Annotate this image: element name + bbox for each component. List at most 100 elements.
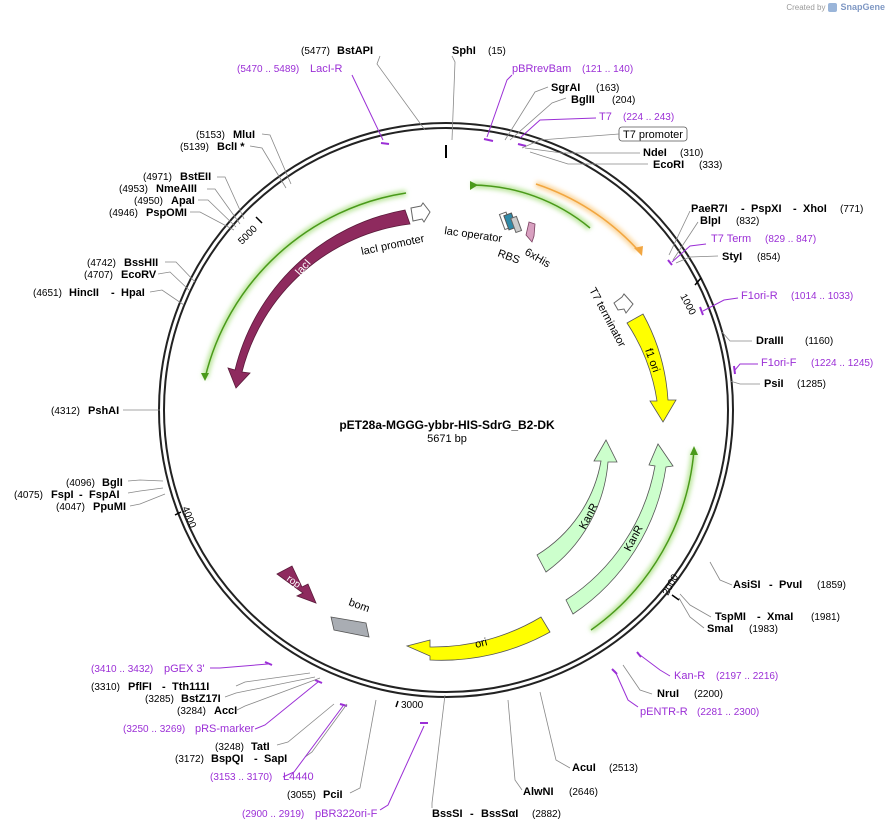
bsssi-sep: - (470, 808, 474, 820)
nmeaiii-pos: (4953) (119, 184, 148, 195)
t7-promoter-label: T7 promoter (623, 129, 683, 141)
kan-r-primer-pos: (2197 .. 2216) (716, 671, 778, 682)
styi-pos: (854) (757, 252, 780, 263)
bsshii-pos: (4742) (87, 258, 116, 269)
paer7i-sep2: - (793, 203, 797, 215)
acci-label: AccI (214, 705, 237, 717)
f1ori-f-pos: (1224 .. 1245) (811, 358, 873, 369)
fspi-pos: (4075) (14, 490, 43, 501)
bsteii-label: BstEII (180, 171, 211, 183)
pbr322ori-f-label: pBR322ori-F (315, 808, 378, 820)
paer7i-sep1: - (741, 203, 745, 215)
l4440-pos: (3153 .. 3170) (210, 772, 272, 783)
f1ori-r-label: F1ori-R (741, 290, 778, 302)
pentr-r-pos: (2281 .. 2300) (697, 707, 759, 718)
rop-feature: rop (276, 565, 317, 604)
pflfi-label: PflFI (128, 681, 152, 693)
prs-marker-pos: (3250 .. 3269) (123, 724, 185, 735)
bcli-pos: (5139) (180, 142, 209, 153)
bom-label: bom (347, 597, 371, 616)
f1ori-r-pos: (1014 .. 1033) (791, 291, 853, 302)
ori-feature: ori (405, 616, 551, 661)
l4440-label: L4440 (283, 771, 314, 783)
rbs-label: RBS (496, 248, 521, 267)
tati-pos: (3248) (215, 742, 244, 753)
t7-primer-label: T7 (599, 111, 612, 123)
draiii-label: DraIII (756, 335, 784, 347)
paer7i-label: PaeR7I (691, 203, 728, 215)
bspqi-sep: - (254, 753, 258, 765)
bglii-label: BglII (571, 94, 595, 106)
laci-promoter-label: lacI promoter (360, 233, 426, 258)
nrui-label: NruI (657, 688, 679, 700)
asisi-sep: - (769, 579, 773, 591)
bspqi-label: BspQI (211, 753, 243, 765)
snapgene-branding: Created by SnapGene (786, 2, 885, 12)
pspomi-pos: (4946) (109, 208, 138, 219)
psii-pos: (1285) (797, 379, 826, 390)
pbrrevbam-pos: (121 .. 140) (582, 64, 633, 75)
acui-pos: (2513) (609, 763, 638, 774)
ori-label: ori (474, 636, 489, 651)
tth111i-label: Tth111I (172, 681, 209, 693)
bom-feature: bom (330, 597, 371, 638)
tick-1000-label: 1000 (677, 292, 697, 317)
f1-ori-feature: f1 ori (626, 313, 677, 423)
bgli-pos: (4096) (66, 478, 95, 489)
t7-orange-arc (535, 181, 643, 256)
bglii-pos: (204) (612, 95, 635, 106)
xhoi-label: XhoI (803, 203, 827, 215)
bgli-label: BglI (102, 477, 123, 489)
ecorv-pos: (4707) (84, 270, 113, 281)
kan-r-primer-label: Kan-R (674, 670, 705, 682)
bsssi-pos: (2882) (532, 809, 561, 820)
pshai-pos: (4312) (51, 406, 80, 417)
pspomi-label: PspOMI (146, 207, 187, 219)
snapgene-product-name: SnapGene (840, 2, 885, 12)
pcii-label: PciI (323, 789, 343, 801)
bstapi-label: BstAPI (337, 45, 373, 57)
smai-pos: (1983) (749, 624, 778, 635)
pflfi-pos: (3310) (91, 682, 120, 693)
bstz17i-pos: (3285) (145, 694, 174, 705)
laci-feature: lacI (227, 209, 411, 389)
pvui-label: PvuI (779, 579, 802, 591)
smai-label: SmaI (707, 623, 733, 635)
backbone-outer (158, 122, 734, 698)
lac-operator-label: lac operator (444, 225, 504, 245)
tati-label: TatI (251, 741, 270, 753)
pentr-r-label: pENTR-R (640, 706, 688, 718)
t7-terminator-label: T7 terminator (586, 286, 627, 350)
t7-terminator-feature: T7 terminator (586, 286, 634, 350)
styi-label: StyI (722, 251, 742, 263)
tick-5000-label: 5000 (236, 223, 260, 247)
ecori-label: EcoRI (653, 159, 684, 171)
tick-3000-label: 3000 (401, 700, 424, 711)
prs-marker-label: pRS-marker (195, 723, 255, 735)
psii-label: PsiI (764, 378, 784, 390)
pflfi-sep: - (162, 681, 166, 693)
asisi-label: AsiSI (733, 579, 761, 591)
paer7i-pos: (771) (840, 204, 863, 215)
pgex3-pos: (3410 .. 3432) (91, 664, 153, 675)
fspai-label: FspAI (89, 489, 120, 501)
pspxi-label: PspXI (751, 203, 782, 215)
hpai-label: HpaI (121, 287, 145, 299)
pshai-label: PshAI (88, 405, 119, 417)
orf-arcs (201, 181, 698, 633)
his6-label: 6xHis (523, 246, 553, 270)
t7-term-label: T7 Term (711, 233, 751, 245)
nrui-pos: (2200) (694, 689, 723, 700)
sgrai-pos: (163) (596, 83, 619, 94)
bsshii-label: BssHII (124, 257, 158, 269)
sphi-pos: (15) (488, 46, 506, 57)
mlui-label: MluI (233, 129, 255, 141)
his6-feature: 6xHis (523, 221, 553, 271)
sapi-label: SapI (264, 753, 287, 765)
kanr-feature-1: KanR (536, 439, 618, 573)
created-by-text: Created by (786, 2, 826, 12)
t7-term-pos: (829 .. 847) (765, 234, 816, 245)
hincii-label: HincII (69, 287, 99, 299)
snapgene-logo-icon (828, 2, 838, 12)
acui-label: AcuI (572, 762, 596, 774)
